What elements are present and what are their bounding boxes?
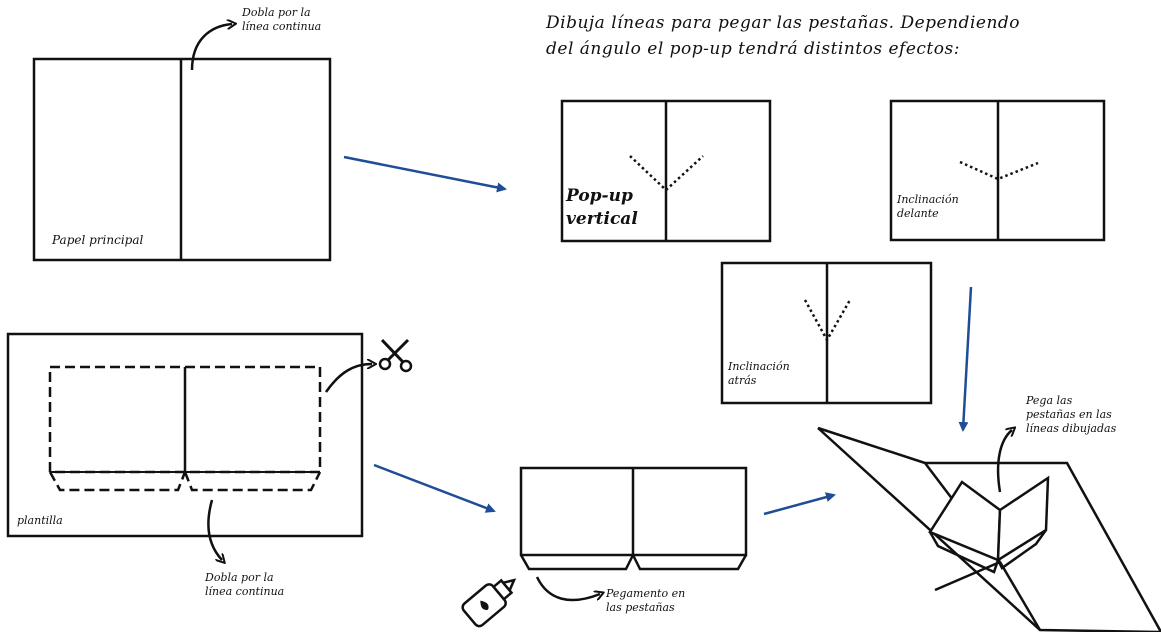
diagram-title: Dibuja líneas para pegar las pestañas. D…: [546, 13, 1021, 60]
fold-bottom-label: Dobla por la línea continua: [205, 571, 285, 598]
arrow-template-to-cut: [373, 463, 496, 513]
stick-tabs-arrow: [996, 430, 1012, 493]
fold-bottom-arrow: [207, 499, 222, 560]
main-paper: [32, 57, 332, 262]
scissors-icon: [378, 338, 413, 373]
glue-arrow: [535, 576, 600, 602]
arrow-cut-to-final: [763, 492, 836, 516]
cut-arrow: [324, 364, 372, 393]
variant-tilt-front: [889, 99, 1106, 242]
cut-out-piece: [519, 466, 748, 571]
template-label: plantilla: [17, 514, 63, 527]
final-popup-card: [817, 426, 1161, 632]
stick-tabs-label: Pega las pestañas en las líneas dibujada…: [1026, 394, 1117, 435]
variant-tilt-back: [720, 261, 933, 405]
tilt-back-label: Inclinación atrás: [728, 360, 790, 387]
arrow-variants-to-final: [958, 286, 973, 432]
fold-top-arrow: [190, 24, 232, 71]
variant-popup-vertical: [560, 99, 772, 243]
tilt-front-label: Inclinación delante: [897, 193, 959, 220]
main-paper-label: Papel principal: [52, 233, 144, 247]
glue-label: Pegamento en las pestañas: [606, 587, 686, 614]
glue-bottle-icon: [461, 578, 517, 628]
popup-vertical-label: Pop-up vertical: [566, 186, 638, 229]
fold-top-label: Dobla por la línea continua: [242, 6, 322, 33]
arrow-paper-to-variants: [343, 155, 507, 193]
template-sheet: [6, 332, 364, 538]
